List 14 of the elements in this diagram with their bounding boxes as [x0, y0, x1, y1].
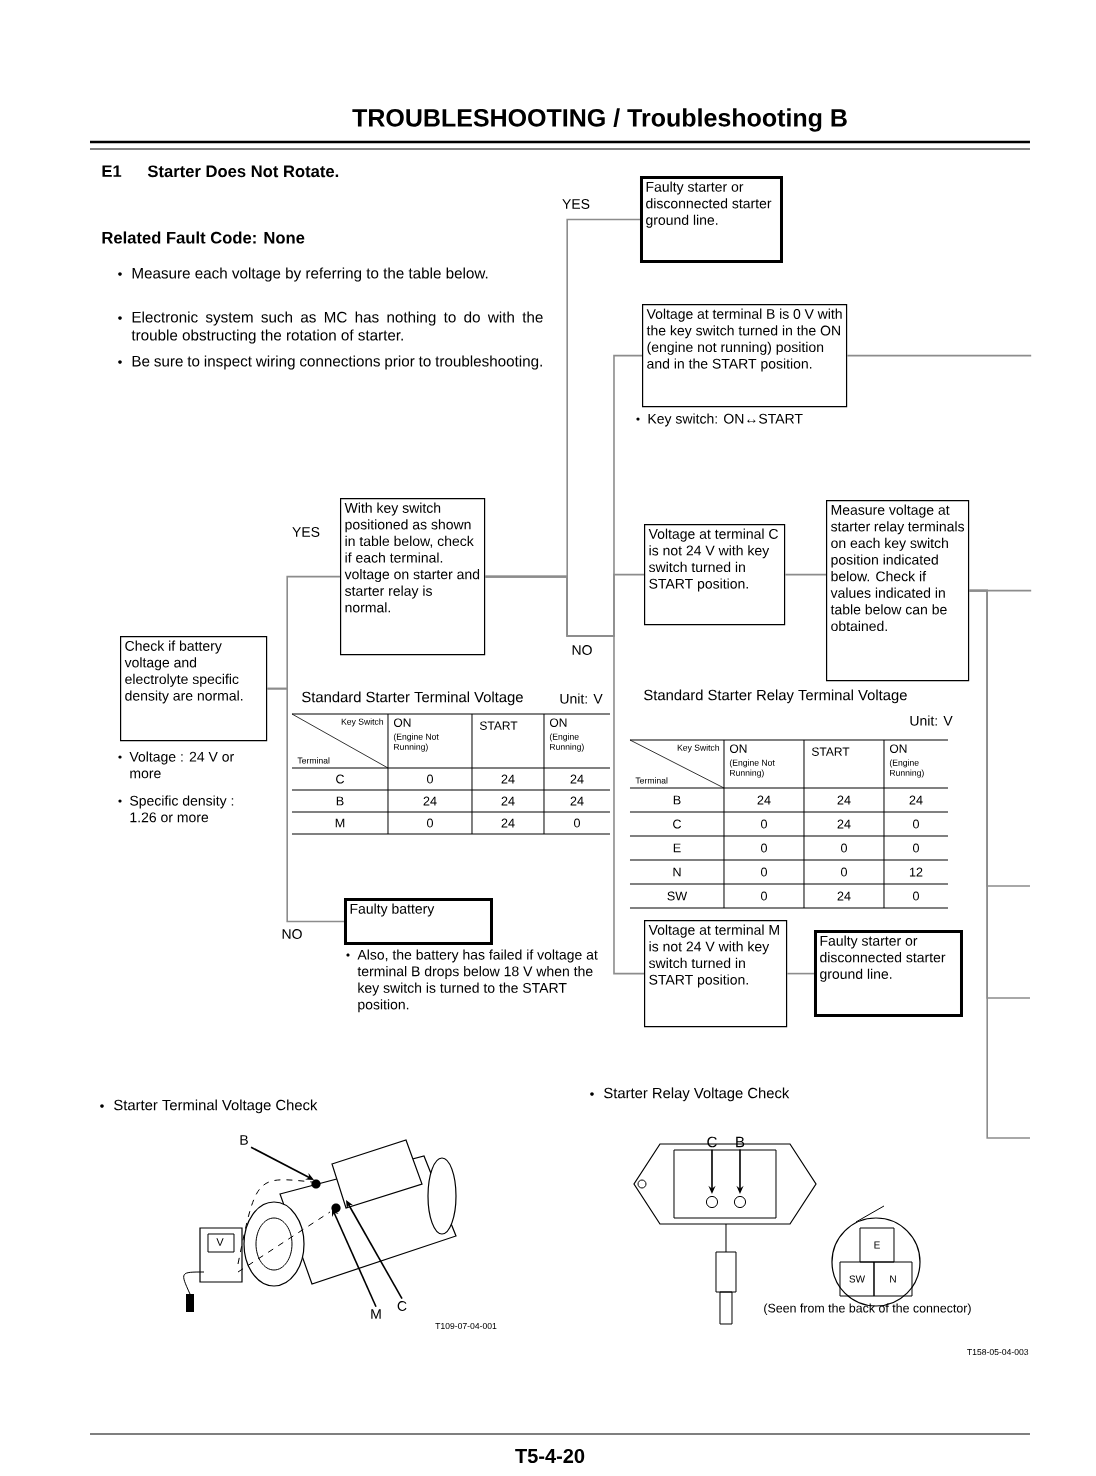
connector-line: [266, 687, 345, 923]
pointer-arrow: [346, 1200, 403, 1300]
page-number: T5-4-20: [515, 1448, 585, 1464]
connector-line: [484, 575, 645, 975]
connector-line: [784, 573, 827, 576]
page-title: TROUBLESHOOTING / Troubleshooting B: [352, 108, 847, 132]
item-heading: Starter Does Not Rotate.: [147, 165, 339, 178]
connector-line: [846, 354, 1032, 357]
connector-line: [968, 589, 1031, 1139]
pointer-arrow: [250, 1146, 314, 1180]
item-code: E1: [102, 165, 122, 177]
connector-line: [786, 972, 815, 975]
pointer-arrow: [332, 1208, 377, 1308]
fault-code-text: Related Fault Code: None: [102, 231, 305, 244]
